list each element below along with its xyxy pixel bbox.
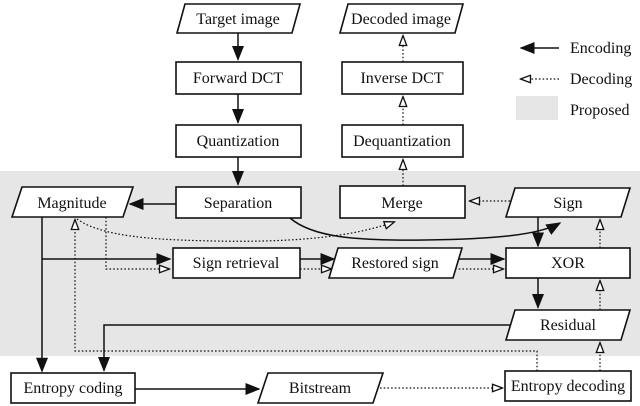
edge-magnitude-to-sign-retrieval-dec: [105, 217, 169, 269]
node-separation: Separation: [175, 186, 302, 219]
sign-retrieval-shape: [172, 247, 301, 279]
node-target-image: Target image: [175, 3, 302, 34]
node-label-quantization: Quantization: [197, 133, 280, 150]
node-label-inverse-dct: Inverse DCT: [360, 70, 443, 87]
node-sign: Sign: [504, 187, 632, 218]
node-label-bitstream: Bitstream: [289, 380, 352, 397]
sign-shape: [504, 187, 632, 218]
legend: Encoding Decoding Proposed: [516, 40, 632, 120]
node-xor: XOR: [505, 247, 631, 279]
node-entropy-coding: Entropy coding: [10, 372, 136, 404]
decoding-edges: [75, 36, 600, 388]
bitstream-shape: [256, 372, 385, 404]
dequantization-shape: [341, 124, 464, 158]
node-label-residual: Residual: [540, 317, 597, 334]
node-label-separation: Separation: [204, 195, 272, 212]
edge-residual-to-entropy-coding: [98, 324, 511, 372]
xor-shape: [505, 247, 631, 279]
node-forward-dct: Forward DCT: [175, 61, 302, 95]
node-sign-retrieval: Sign retrieval: [172, 247, 301, 279]
node-label-merge: Merge: [381, 195, 422, 212]
inverse-dct-shape: [341, 61, 464, 95]
residual-shape: [504, 309, 632, 341]
node-label-decoded-image: Decoded image: [351, 11, 451, 28]
legend-proposed-swatch-icon: [516, 96, 558, 120]
node-label-xor: XOR: [551, 255, 585, 272]
node-label-sign-retrieval: Sign retrieval: [193, 255, 280, 272]
target-image-shape: [175, 3, 302, 34]
node-label-entropy-coding: Entropy coding: [23, 380, 122, 397]
magnitude-shape: [10, 186, 135, 218]
entropy-decoding-shape: [504, 370, 632, 402]
edge-magnitude-to-merge: [76, 218, 394, 242]
node-magnitude: Magnitude: [10, 186, 135, 218]
node-label-restored-sign: Restored sign: [351, 255, 439, 272]
node-label-target-image: Target image: [196, 11, 279, 28]
node-label-magnitude: Magnitude: [37, 195, 106, 212]
node-label-sign: Sign: [553, 195, 582, 212]
node-entropy-decoding: Entropy decoding: [504, 370, 632, 402]
separation-shape: [175, 186, 302, 219]
merge-shape: [339, 185, 466, 219]
legend-label-encoding: Encoding: [570, 40, 631, 57]
node-restored-sign: Restored sign: [327, 247, 464, 279]
node-residual: Residual: [504, 309, 632, 341]
node-label-forward-dct: Forward DCT: [193, 70, 283, 87]
node-decoded-image: Decoded image: [338, 3, 465, 34]
restored-sign-shape: [327, 247, 464, 279]
forward-dct-shape: [175, 61, 302, 95]
node-label-entropy-decoding: Entropy decoding: [511, 378, 625, 395]
edge-separation-to-sign: [289, 217, 562, 241]
legend-label-decoding: Decoding: [570, 71, 632, 88]
entropy-coding-shape: [10, 372, 136, 404]
node-merge: Merge: [339, 185, 466, 219]
decoded-image-shape: [338, 3, 465, 34]
quantization-shape: [175, 124, 302, 158]
legend-label-proposed: Proposed: [570, 102, 630, 119]
node-bitstream: Bitstream: [256, 372, 385, 404]
node-dequantization: Dequantization: [341, 124, 464, 158]
node-quantization: Quantization: [175, 124, 302, 158]
node-inverse-dct: Inverse DCT: [341, 61, 464, 95]
node-label-dequantization: Dequantization: [353, 133, 451, 150]
